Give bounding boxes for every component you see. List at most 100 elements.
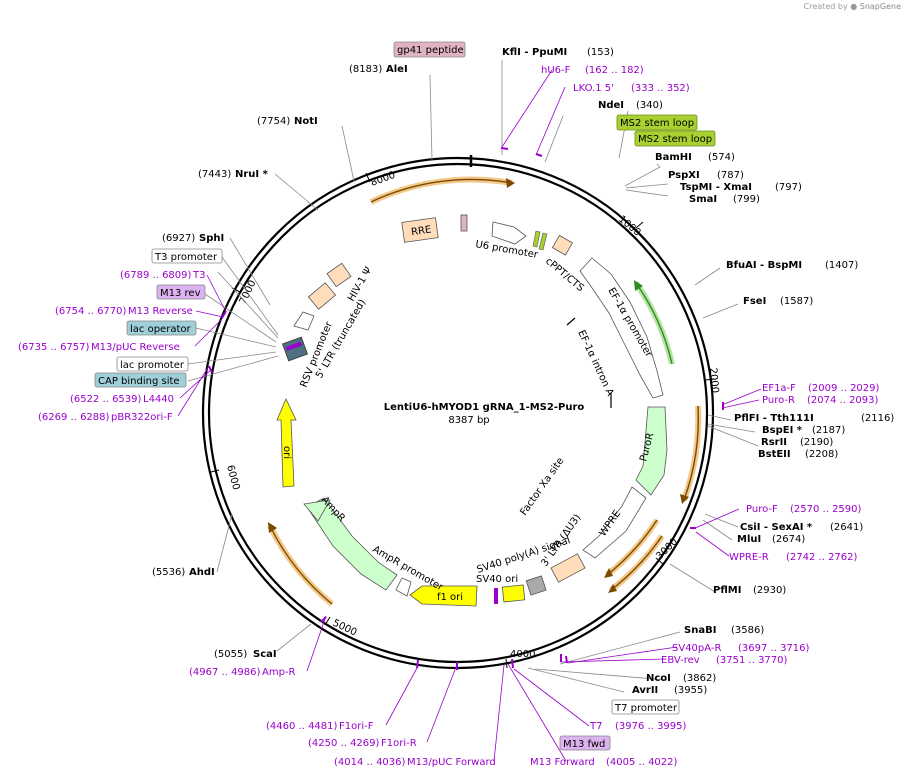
enzyme-rsrii-pos: (2190) <box>800 437 833 448</box>
feature-ef1a-promoter-arrow <box>579 257 664 399</box>
enzyme-ndei: NdeI <box>598 100 624 111</box>
enzyme-ahdi: AhdI <box>189 567 215 578</box>
feature-grey-box <box>525 575 547 596</box>
enzyme-mlui-pos: (2674) <box>772 534 805 545</box>
enzyme-bamhi-pos: (574) <box>708 152 735 163</box>
primer-amp-r-range: (4967 .. 4986) <box>189 667 261 678</box>
primer-puro-f: Puro-F <box>746 504 778 515</box>
primer-lko1-5: LKO.1 5' <box>573 83 614 94</box>
enzyme-smai-pos: (799) <box>733 194 760 205</box>
primer-t3-range: (6789 .. 6809) <box>120 270 192 281</box>
feature-psi-box-2 <box>326 262 352 288</box>
primer-pbr322ori-f-range: (6269 .. 6288) <box>38 412 110 423</box>
feature-ori-arrow <box>276 398 297 488</box>
arc-lower-right-orange-1-head <box>604 568 613 578</box>
box-gp41-peptide <box>393 41 466 58</box>
feature-u6-promoter-arrow <box>491 221 527 245</box>
box-cap-binding-site <box>94 372 187 388</box>
enzyme-bfuai-bspmi-pos: (1407) <box>825 260 858 271</box>
enzyme-bsteii: BstEII <box>758 449 791 460</box>
enzyme-csii-sexai-pos: (2641) <box>830 522 863 533</box>
enzyme-fsei-pos: (1587) <box>780 296 813 307</box>
primer-m13puc-reverse-range: (6735 .. 6757) <box>18 342 90 353</box>
feature-ltr5-box <box>282 336 308 362</box>
feature-f1-ori-label: f1 ori <box>437 592 463 603</box>
tick-label-6000: 6000 <box>224 464 241 491</box>
primer-m13puc-forward-range: (4014 .. 4036) <box>334 757 406 768</box>
enzyme-scai-pos: (5055) <box>214 649 247 660</box>
feature-rre-box <box>401 217 439 243</box>
box-lac-operator-text: lac operator <box>130 324 191 335</box>
feature-purple-mark <box>494 588 498 604</box>
box-m13-fwd-text: M13 fwd <box>563 739 605 750</box>
primer-f1ori-f-range: (4460 .. 4481) <box>266 721 338 732</box>
created-by-text: Created by <box>803 2 848 11</box>
primer-f1ori-f: F1ori-F <box>339 721 374 732</box>
arc-ef1a-green-head <box>634 280 643 291</box>
box-lac-operator <box>126 320 197 336</box>
feature-ms2-2 <box>538 232 548 251</box>
primer-m13-forward: M13 Forward <box>530 757 595 768</box>
feature-ampr-promoter-arrow <box>395 577 412 597</box>
primer-m13puc-forward: M13/pUC Forward <box>407 757 496 768</box>
primer-t7-range: (3976 .. 3995) <box>615 721 687 732</box>
enzyme-ndei-pos: (340) <box>636 100 663 111</box>
feature-gp41-box <box>460 214 468 232</box>
enzyme-pspxi-pos: (787) <box>717 170 744 181</box>
arc-top-orange-head <box>506 178 515 188</box>
enzyme-fsei: FseI <box>743 296 766 307</box>
enzyme-avrii: AvrII <box>632 685 658 696</box>
primer-ebv-rev-range: (3751 .. 3770) <box>716 655 788 666</box>
box-ms2-stem-loop-1 <box>616 114 698 131</box>
enzyme-rsrii: RsrII <box>761 437 787 448</box>
feature-u6-promoter-label: U6 promoter <box>474 239 539 261</box>
snapgene-brand-text: SnapGene <box>859 2 901 11</box>
feature-cppt-label: cPPT/CTS <box>543 256 586 294</box>
primer-puro-f-range: (2570 .. 2590) <box>790 504 862 515</box>
enzyme-ahdi-pos: (5536) <box>152 567 185 578</box>
arc-top-orange <box>369 176 513 205</box>
box-gp41-peptide-text: gp41 peptide <box>397 45 464 56</box>
box-ms2-stem-loop-2 <box>634 130 716 147</box>
primer-sv40pa-r-range: (3697 .. 3716) <box>738 643 810 654</box>
primer-wpre-r-range: (2742 .. 2762) <box>786 552 858 563</box>
feature-ampr-arrowhead <box>303 499 331 522</box>
primer-wpre-r: WPRE-R <box>729 552 769 563</box>
box-lac-promoter <box>116 356 189 372</box>
box-t7-promoter <box>611 699 680 715</box>
enzyme-csii-sexai: CsiI - SexAI * <box>740 522 813 533</box>
feature-cppt-box <box>551 234 573 256</box>
enzyme-pflfi-tth111i: PflFI - Tth111I <box>734 413 814 424</box>
enzyme-nrui-pos: (7443) <box>198 169 231 180</box>
arc-right-orange-head <box>680 494 689 504</box>
primer-l4440-range: (6522 .. 6539) <box>70 394 142 405</box>
primer-sv40pa-r: SV40pA-R <box>672 643 721 654</box>
primer-f1ori-r: F1ori-R <box>381 738 417 749</box>
primer-t3: T3 <box>192 270 205 281</box>
arc-top-orange-core <box>370 178 513 203</box>
primer-puro-r: Puro-R <box>762 395 795 406</box>
primer-hu6-f-range: (162 .. 182) <box>585 65 644 76</box>
enzyme-mlui: MluI <box>737 534 761 545</box>
primer-m13puc-reverse: M13/pUC Reverse <box>91 342 180 353</box>
plasmid-length: 8387 bp <box>448 415 489 426</box>
primer-m13-reverse: M13 Reverse <box>128 306 193 317</box>
plasmid-name: LentiU6-hMYOD1 gRNA_1-MS2-Puro <box>384 402 585 413</box>
primer-hu6-f: hU6-F <box>541 65 571 76</box>
tick-label-1000: 1000 <box>616 214 643 239</box>
box-m13-rev <box>156 284 206 300</box>
primer-t7: T7 <box>589 721 602 732</box>
arc-left-orange-core <box>269 525 333 605</box>
enzyme-sphi: SphI <box>199 233 224 244</box>
box-cap-binding-site-text: CAP binding site <box>98 376 180 387</box>
box-m13-rev-text: M13 rev <box>160 288 201 299</box>
enzyme-avrii-pos: (3955) <box>674 685 707 696</box>
arc-right-orange-core <box>683 405 700 501</box>
enzyme-noti-pos: (7754) <box>257 116 290 127</box>
primer-amp-r: Amp-R <box>262 667 296 678</box>
feature-puror-arrow <box>635 406 668 496</box>
enzyme-bsteii-pos: (2208) <box>805 449 838 460</box>
enzyme-bfuai-bspmi: BfuAI - BspMI <box>726 260 802 271</box>
primer-ef1a-f: EF1a-F <box>762 383 796 394</box>
enzyme-tspmi-xmai: TspMI - XmaI <box>680 182 752 193</box>
